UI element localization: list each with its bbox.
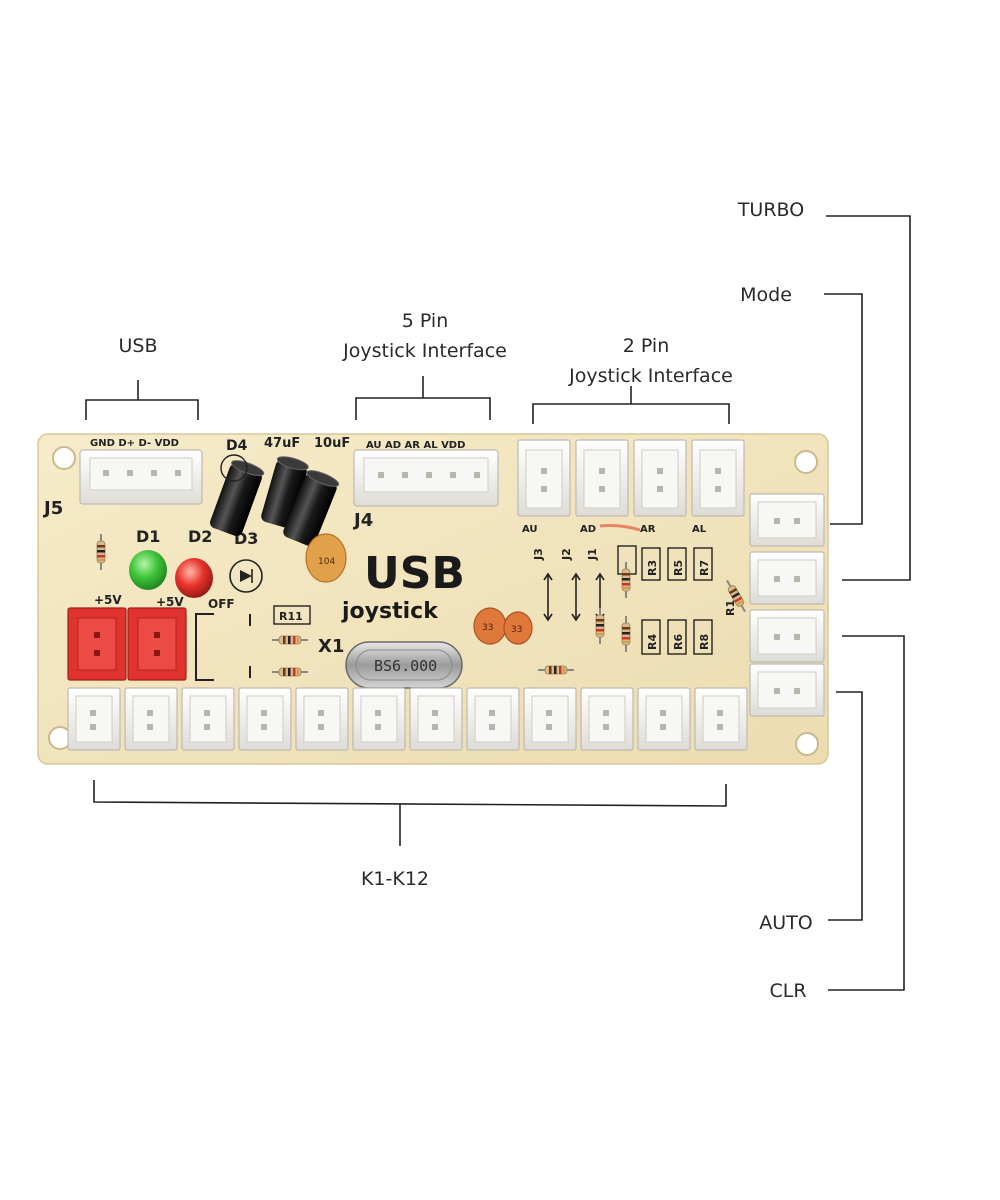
j5-label: J5 [42, 498, 63, 519]
led-d1-green [129, 550, 167, 590]
al-label: AL [692, 524, 707, 535]
cap-104-label: 104 [318, 557, 335, 567]
clr-callout-label: CLR [769, 980, 807, 1002]
r3-label: R3 [646, 560, 659, 576]
2pin-callout-label-line1: 2 Pin [622, 335, 670, 357]
mode-leader [824, 293, 863, 525]
ar-label: AR [640, 524, 656, 535]
board-title: USB [364, 548, 465, 599]
au-label: AU [522, 524, 538, 535]
5pin-bracket [355, 376, 491, 420]
crystal-x1: BS6.000 [345, 641, 463, 689]
r11-label: R11 [279, 610, 303, 623]
red-power-connectors[interactable] [67, 607, 187, 681]
r4-label: R4 [646, 634, 659, 650]
usb-callout-label: USB [118, 335, 158, 357]
k1-k12-callout-label: K1-K12 [360, 868, 430, 890]
j4-pin-labels: AU AD AR AL VDD [366, 440, 465, 451]
plus5v-label-1: +5V [94, 593, 122, 607]
r5-label: R5 [672, 560, 685, 576]
j2-label: J2 [560, 548, 573, 561]
turbo-callout-label: TURBO [737, 199, 805, 221]
j4-label: J4 [352, 510, 373, 531]
j3-label: J3 [532, 548, 545, 561]
r8-label: R8 [698, 634, 711, 650]
auto-callout-label: AUTO [759, 912, 813, 934]
d2-label: D2 [188, 527, 212, 546]
mode-callout-label: Mode [740, 284, 792, 306]
5pin-callout-label-line1: 5 Pin [401, 310, 449, 332]
ceramic-capacitors: 104 33 33 [305, 533, 533, 645]
cap-10uf-label: 10uF [314, 436, 350, 451]
cap-33-label-2: 33 [511, 625, 522, 635]
j5-usb-connector[interactable] [79, 449, 203, 505]
ad-label: AD [580, 524, 596, 535]
r1-label: R1 [724, 600, 737, 616]
r6-label: R6 [672, 634, 685, 650]
plus5v-label-2: +5V [156, 595, 184, 609]
usb-pin-labels: GND D+ D- VDD [90, 438, 179, 449]
2pin-bracket [532, 386, 730, 424]
cap-47uf-label: 47uF [264, 436, 300, 451]
k1-k12-bracket [93, 780, 727, 846]
j4-joystick-5pin-connector[interactable] [353, 449, 499, 507]
2pin-callout-label-line2: Joystick Interface [569, 365, 733, 387]
x1-label: X1 [318, 636, 344, 657]
auto-leader [828, 691, 863, 921]
r7-label: R7 [698, 560, 711, 576]
5pin-callout-label-line2: Joystick Interface [343, 340, 507, 362]
d1-label: D1 [136, 527, 160, 546]
usb-bracket [85, 380, 199, 420]
d4-label: D4 [226, 438, 248, 454]
clr-leader [828, 635, 905, 991]
turbo-leader [826, 215, 911, 581]
j1-label: J1 [586, 548, 599, 561]
led-d2-red [175, 558, 213, 598]
cap-33-label-1: 33 [482, 623, 493, 633]
board-subtitle: joystick [341, 599, 439, 624]
off-label: OFF [208, 597, 235, 611]
crystal-label: BS6.000 [374, 657, 437, 675]
